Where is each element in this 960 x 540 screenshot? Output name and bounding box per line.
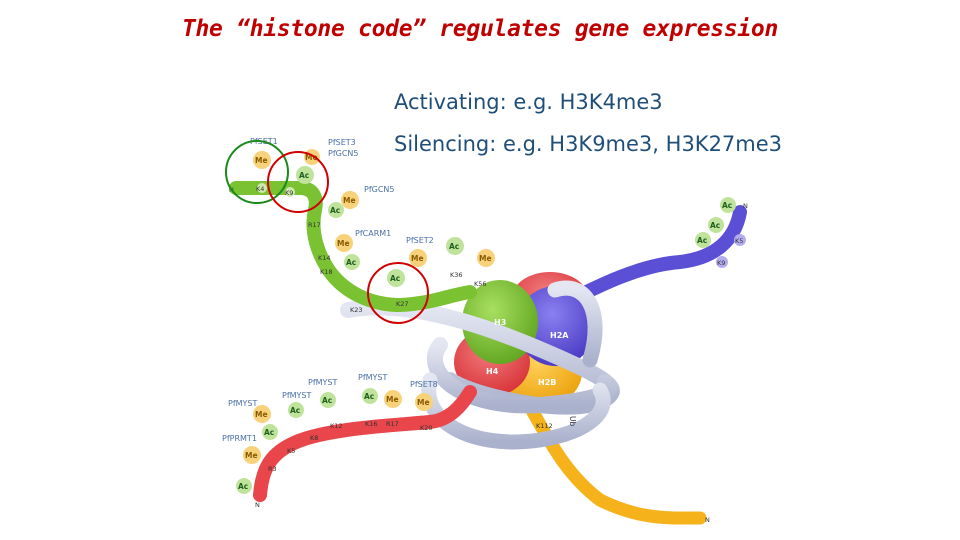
ub-label: Ub [568,416,577,426]
residue-k18: K18 [320,268,333,276]
enzyme-myst-d: PfMYST [228,399,258,408]
enzyme-gcn5-top: PfGCN5 [328,149,359,158]
modification-chips: Me Ac Me Me Ac Me Ac Ac Me Ac Me Ac Ac A… [236,149,736,494]
ac-chip-h2a-c: Ac [697,236,707,245]
h2a-label: H2A [550,331,569,340]
ac-chip-k8: Ac [290,406,300,415]
ac-chip-r3: Ac [238,482,248,491]
residue-n-h4: N [255,501,260,509]
ac-chip-h2a-a: Ac [722,201,732,210]
residue-k5-h2a: K5 [735,237,743,245]
ac-chip-k16: Ac [364,392,374,401]
residue-k56: K56 [474,280,487,288]
me-chip-k9: Me [305,153,318,162]
dna-exit [547,280,603,368]
enzyme-prmt1: PfPRMT1 [222,434,257,443]
h2b-tail [513,383,707,525]
ac-chip-k18: Ac [346,258,356,267]
me-chip-k14: Me [343,196,356,205]
h4-tail [253,385,477,502]
residue-k27: K27 [396,300,409,308]
residue-k12: K12 [330,422,343,430]
activating-mark-text: Activating: e.g. H3K4me3 [394,90,663,114]
red-highlight-circle-k9 [267,151,329,213]
residue-n-h2a: N [743,202,748,210]
h3-tail [229,181,477,313]
h2b-label: H2B [538,378,556,387]
enzyme-myst-c: PfMYST [282,391,312,400]
residue-k14: K14 [318,254,331,262]
enzyme-myst-a: PfMYST [308,378,338,387]
enzyme-set8: PfSET8 [410,380,438,389]
me-chip-k5: Me [255,410,268,419]
silencing-mark-text: Silencing: e.g. H3K9me3, H3K27me3 [394,132,783,156]
residue-k23: K23 [350,306,363,314]
h4-label: H4 [486,367,499,376]
ac-chip-k12: Ac [322,396,332,405]
residue-k5: K5 [287,447,295,455]
ac-chip-k14: Ac [330,206,340,215]
ac-chip-k9: Ac [299,171,309,180]
h3-label: H3 [494,318,506,327]
ac-chip-h2a-b: Ac [710,221,720,230]
h2a-tail [553,205,747,312]
residue-r3: R3 [268,465,277,473]
ac-chip-k27: Ac [390,274,400,283]
residue-k16: K16 [365,420,378,428]
slide-title: The “histone code” regulates gene expres… [181,16,779,42]
residue-k4: K4 [256,185,264,193]
residue-r17: R17 [308,221,321,229]
enzyme-myst-b: PfMYST [358,373,388,382]
residue-k36: K36 [450,271,463,279]
residue-k8: K8 [310,434,318,442]
red-highlight-circle-k27 [367,262,429,324]
ac-chip-k5: Ac [264,428,274,437]
me-chip-r17: Me [337,239,350,248]
ac-chip-k36: Ac [449,242,459,251]
me-chip-k20: Me [417,398,430,407]
residue-k9-h2a: K9 [717,259,725,267]
residue-n-h2b: N [705,516,710,524]
me-chip-k16: Me [386,395,399,404]
me-chip-r3: Me [245,451,258,460]
residue-k9: K9 [285,189,293,197]
enzyme-set3: PfSET3 [328,138,356,147]
h3-residues: N K4 K9 R17 K14 K18 K23 K27 K36 K56 [229,183,487,314]
enzyme-carm1: PfCARM1 [355,229,391,238]
me-chip-k36: Me [479,254,492,263]
me-chip-k27: Me [411,254,424,263]
residue-r17-h4: R17 [386,420,399,428]
dna-wrap-lower [421,372,611,450]
me-chip-k4: Me [255,156,268,165]
green-highlight-circle [225,140,289,204]
other-residues: N K5 K9 N R3 K5 K8 K12 K16 R17 K20 K112 … [255,202,748,524]
residue-k20: K20 [420,424,433,432]
enzyme-set2: PfSET2 [406,236,434,245]
enzyme-gcn5-mid: PfGCN5 [364,185,395,194]
residue-k112: K112 [536,422,553,430]
